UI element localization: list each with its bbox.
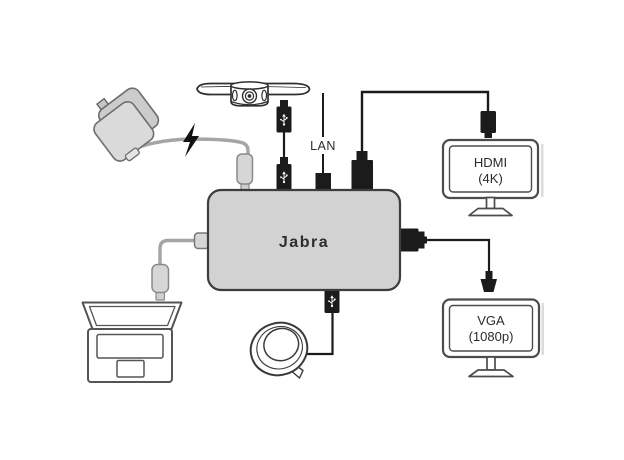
lan-connector xyxy=(315,173,331,190)
speakerphone-icon xyxy=(249,321,309,379)
camera-lens-right xyxy=(261,89,268,102)
hdmi-cable xyxy=(360,90,490,153)
vga-cable xyxy=(426,238,491,272)
hdmi-dock-connector xyxy=(351,151,373,190)
hdmi-monitor-resolution: (4K) xyxy=(478,171,503,186)
laptop-keyboard xyxy=(96,333,164,359)
vga-monitor: VGA (1080p) xyxy=(441,298,544,378)
hdmi-monitor: HDMI (4K) xyxy=(441,138,544,217)
camera-usb-plug xyxy=(276,100,292,133)
camera-lens-left xyxy=(231,89,238,102)
dock-brand-label: Jabra xyxy=(279,234,329,251)
hdmi-monitor-stand-stem xyxy=(485,196,496,210)
vga-monitor-stand-base xyxy=(468,369,514,378)
hdmi-monitor-stand-base xyxy=(468,207,513,217)
laptop-icon xyxy=(81,301,183,383)
vga-plug xyxy=(480,271,497,292)
jabra-dock: Jabra xyxy=(206,188,402,292)
hdmi-monitor-shadow xyxy=(541,144,544,197)
laptop-usb-c-plug xyxy=(151,263,170,301)
laptop-trackpad xyxy=(116,359,145,378)
power-usb-c-plug xyxy=(236,153,254,193)
dock-body xyxy=(206,188,402,292)
vga-monitor-stand-stem xyxy=(486,356,496,371)
conference-camera-icon xyxy=(196,81,311,107)
power-cable xyxy=(120,137,250,157)
speakerphone-cable xyxy=(300,312,334,356)
speaker-usb-plug xyxy=(324,289,340,313)
hdmi-plug xyxy=(480,111,496,138)
vga-dock-connector xyxy=(399,228,427,252)
laptop-cable xyxy=(158,238,196,266)
vga-monitor-shadow xyxy=(541,303,544,355)
camera-usb-dock-plug xyxy=(276,157,292,190)
vga-monitor-resolution: (1080p) xyxy=(469,329,514,344)
power-adapter-icon xyxy=(93,87,160,162)
power-lightning-icon xyxy=(183,123,199,157)
lan-label: LAN xyxy=(310,139,336,153)
laptop-usb-c-port xyxy=(193,232,210,250)
vga-monitor-label: VGA xyxy=(477,313,505,328)
hdmi-monitor-label: HDMI xyxy=(474,155,507,170)
